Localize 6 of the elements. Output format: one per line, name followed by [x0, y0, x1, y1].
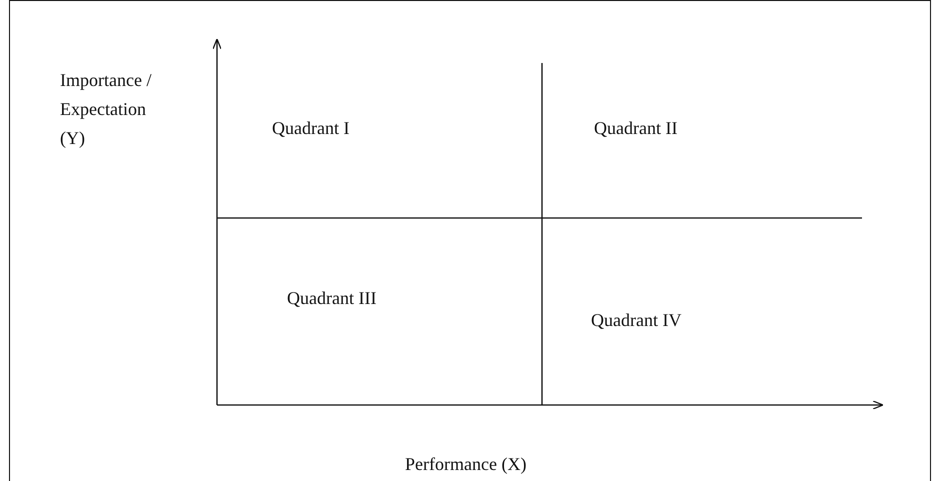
quadrant-label: Quadrant II: [594, 117, 678, 140]
x-axis-label: Performance (X): [405, 453, 526, 476]
quadrant-label: Quadrant IV: [591, 309, 682, 332]
y-axis-label: Importance / Expectation (Y): [60, 69, 152, 150]
quadrant-label: Quadrant III: [287, 287, 376, 310]
quadrant-label: Quadrant I: [272, 117, 350, 140]
